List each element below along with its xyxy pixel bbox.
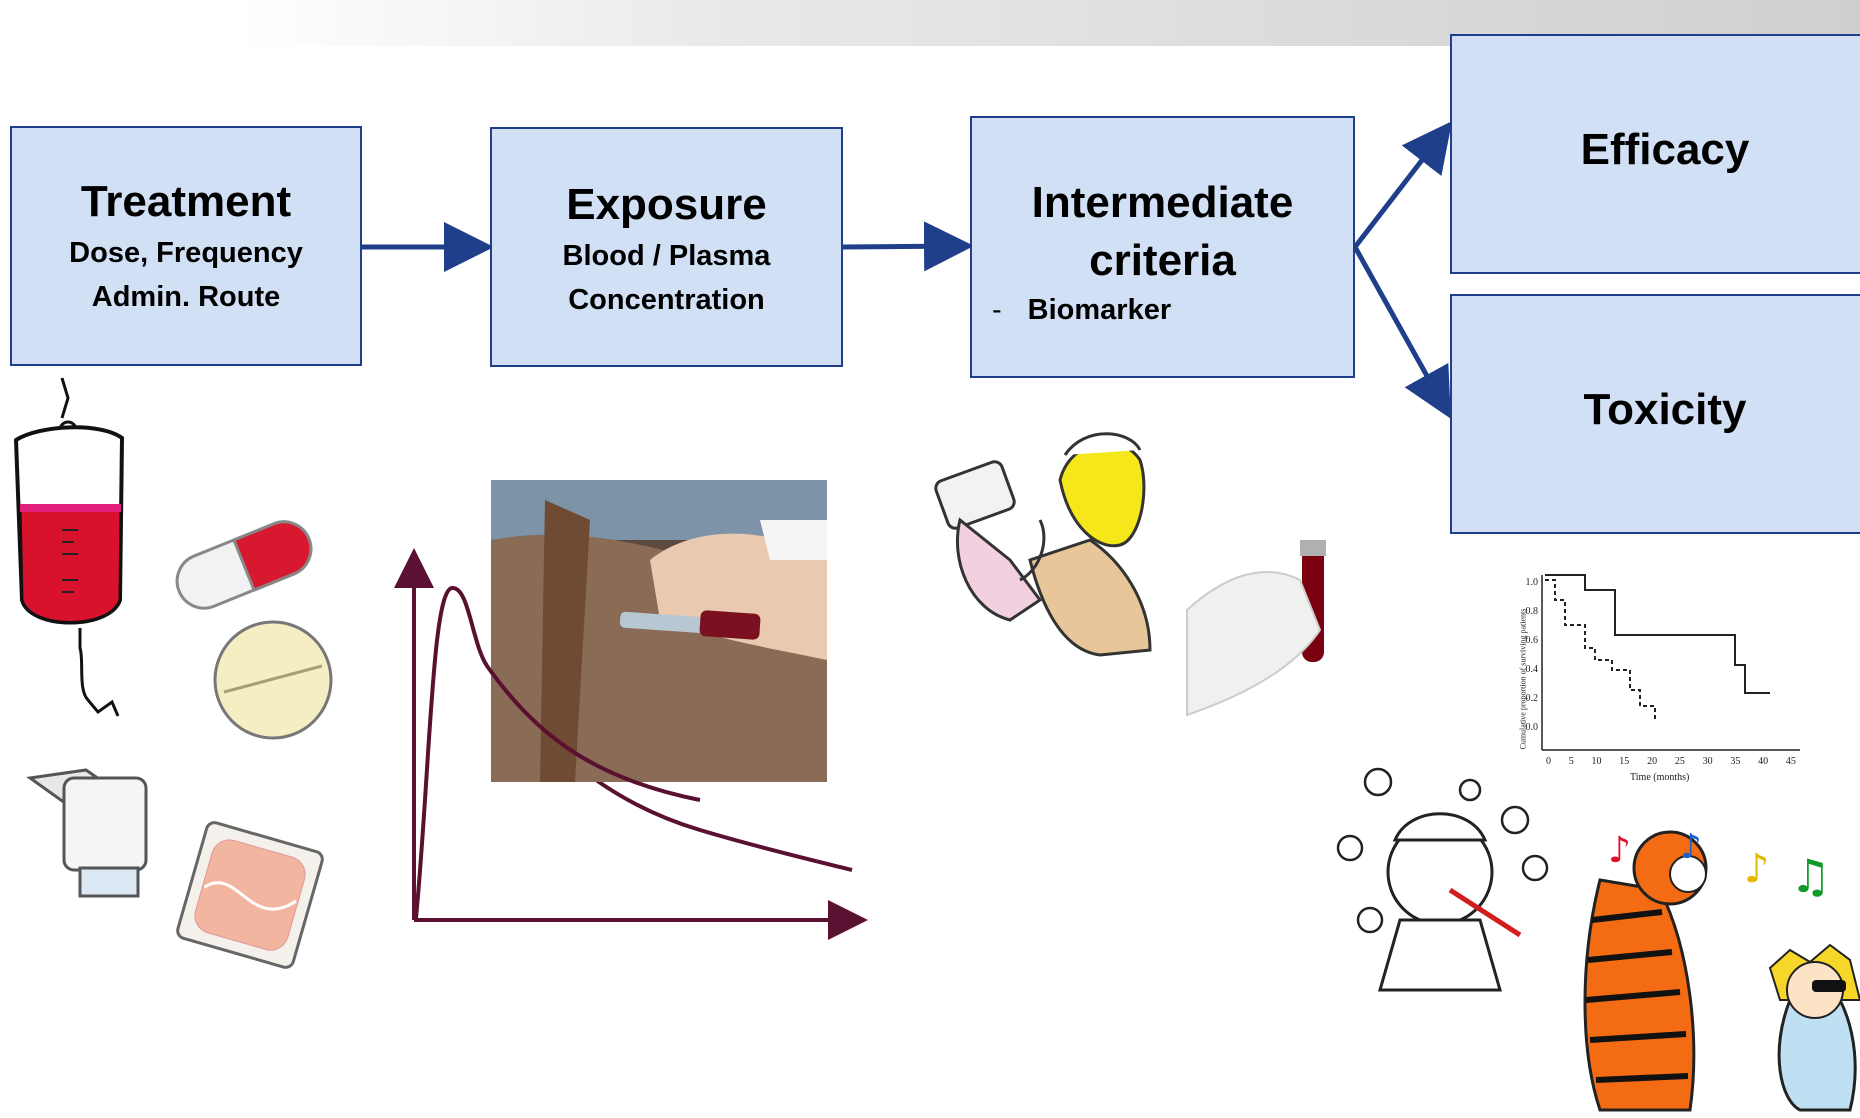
ytick-label: 0.2 [1525,693,1539,704]
exposure-box: Exposure Blood / Plasma Concentration [490,127,843,367]
svg-text:♪: ♪ [1608,830,1631,871]
survival-ylabel-holder: Cumulative proportion of surviving patie… [1498,600,1528,750]
svg-text:♫: ♫ [1790,849,1831,903]
ytick-label: 0.0 [1525,722,1539,733]
xtick-label: 45 [1785,756,1796,767]
xtick-label: 35 [1730,756,1741,767]
xtick-label: 5 [1568,756,1574,767]
intermediate-title-line1: Intermediate [1031,178,1294,227]
exposure-line2: Concentration [568,284,765,316]
sick-person-illustration [1336,767,1549,992]
iv-bag-icon [13,377,125,717]
tablet-pill-icon [213,620,333,740]
xtick-label: 25 [1674,756,1685,767]
svg-text:♪: ♪ [1744,846,1770,892]
dancing-cartoon-illustration: ♪ ♪ ♪ ♫ [1583,827,1860,1112]
survival-curve-chart [1541,574,1800,751]
intermediate-title-line2: criteria [1089,236,1236,285]
toxicity-box: Toxicity [1450,294,1860,534]
ytick-label: 0.6 [1525,635,1539,646]
capsule-pill-icon [175,520,313,610]
treatment-line2: Admin. Route [91,281,281,313]
biomarker-bullet: -Biomarker [992,292,1353,328]
intermediate-criteria-box: Intermediate criteria -Biomarker [970,116,1355,378]
exposure-title: Exposure [566,180,767,229]
transdermal-patch-icon [176,821,324,969]
arrow-to-efficacy [1353,121,1453,249]
survival-xlabel: Time (months) [1630,772,1690,783]
xtick-label: 40 [1758,756,1769,767]
treatment-line1: Dose, Frequency [69,237,303,269]
arrow-to-toxicity [1352,245,1451,419]
bullet-mark: - [992,294,1002,326]
xtick-label: 0 [1546,756,1551,767]
toxicity-title: Toxicity [1583,385,1747,434]
blood-draw-photo [491,480,827,782]
xtick-label: 15 [1619,756,1630,767]
inhaler-icon [26,768,148,898]
survival-ytick-labels: 1.0 0.8 0.6 0.4 0.2 0.0 [1518,568,1539,742]
xtick-label: 30 [1702,756,1713,767]
survival-xtick-labels: 0 5 10 15 20 25 30 35 40 45 [1546,756,1796,767]
biomarker-label: Biomarker [1027,294,1172,326]
treatment-box: Treatment Dose, Frequency Admin. Route [10,126,362,366]
svg-text:♪: ♪ [1680,827,1702,867]
exposure-line1: Blood / Plasma [562,240,771,272]
xtick-label: 20 [1647,756,1658,767]
nurse-illustration [934,432,1152,657]
ytick-label: 0.8 [1525,606,1539,617]
efficacy-title: Efficacy [1580,125,1750,174]
xtick-label: 10 [1591,756,1602,767]
ytick-label: 0.4 [1525,664,1539,675]
ytick-label: 1.0 [1525,577,1539,588]
pk-curve-overlay [488,668,701,802]
arrow-exposure-to-intermediate [842,221,974,272]
blood-tube-photo [1186,530,1326,717]
efficacy-box: Efficacy [1450,34,1860,274]
treatment-title: Treatment [80,177,292,226]
